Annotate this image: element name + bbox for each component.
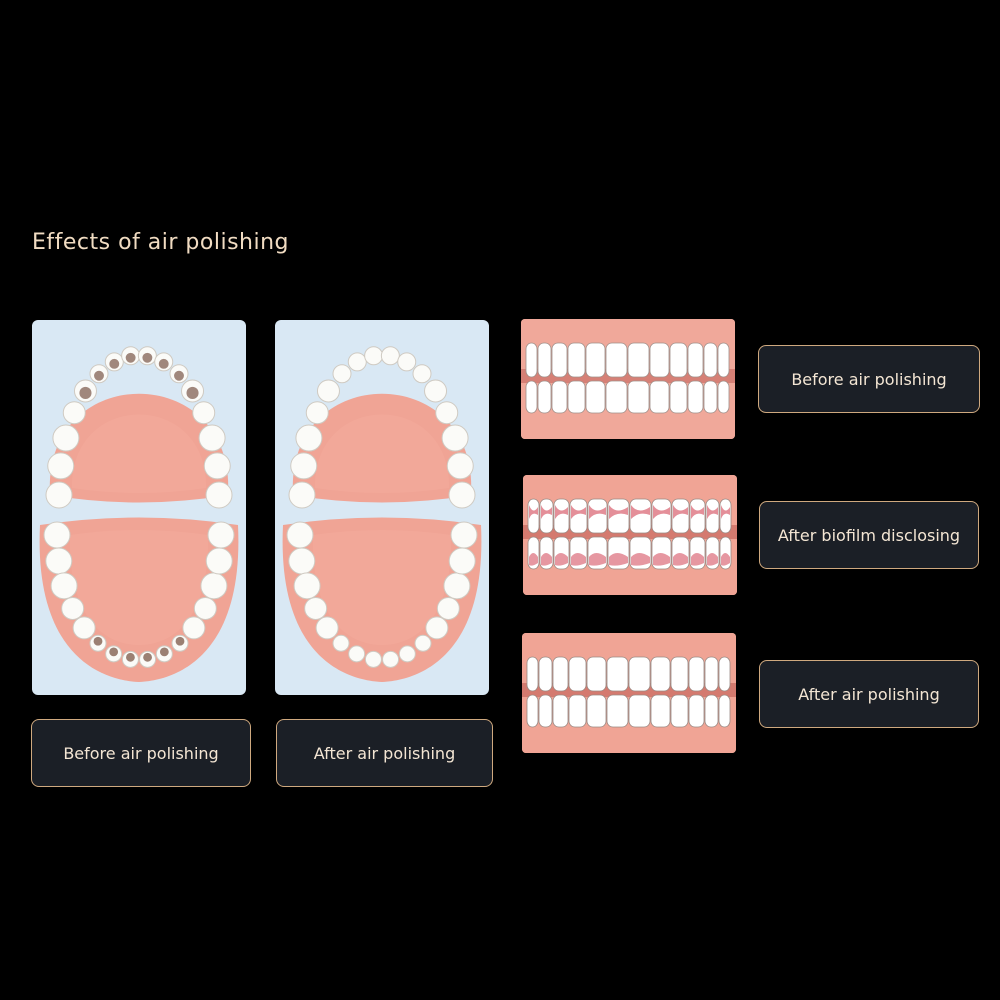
dental-arch-before-illustration bbox=[39, 346, 239, 682]
arch-image-after bbox=[275, 320, 489, 695]
front-label-after: After air polishing bbox=[759, 660, 979, 728]
arch-label-after: After air polishing bbox=[276, 719, 493, 787]
front-label-before: Before air polishing bbox=[758, 345, 980, 413]
front-label-disclosed-text: After biofilm disclosing bbox=[777, 525, 961, 545]
front-label-disclosed: After biofilm disclosing bbox=[759, 501, 979, 569]
page-title: Effects of air polishing bbox=[32, 230, 290, 255]
arch-label-after-text: After air polishing bbox=[313, 743, 456, 763]
front-label-before-text: Before air polishing bbox=[791, 369, 947, 389]
front-teeth-before-illustration bbox=[521, 319, 735, 439]
arch-label-before-text: Before air polishing bbox=[63, 743, 219, 763]
front-teeth-disclosed-illustration bbox=[523, 475, 737, 595]
front-image-before bbox=[521, 319, 735, 439]
front-teeth-after-illustration bbox=[522, 633, 736, 753]
front-image-after bbox=[522, 633, 736, 753]
front-image-disclosed bbox=[523, 475, 737, 595]
dental-arch-after-illustration bbox=[282, 346, 482, 682]
front-label-after-text: After air polishing bbox=[798, 684, 940, 704]
arch-label-before: Before air polishing bbox=[31, 719, 251, 787]
arch-image-before bbox=[32, 320, 246, 695]
